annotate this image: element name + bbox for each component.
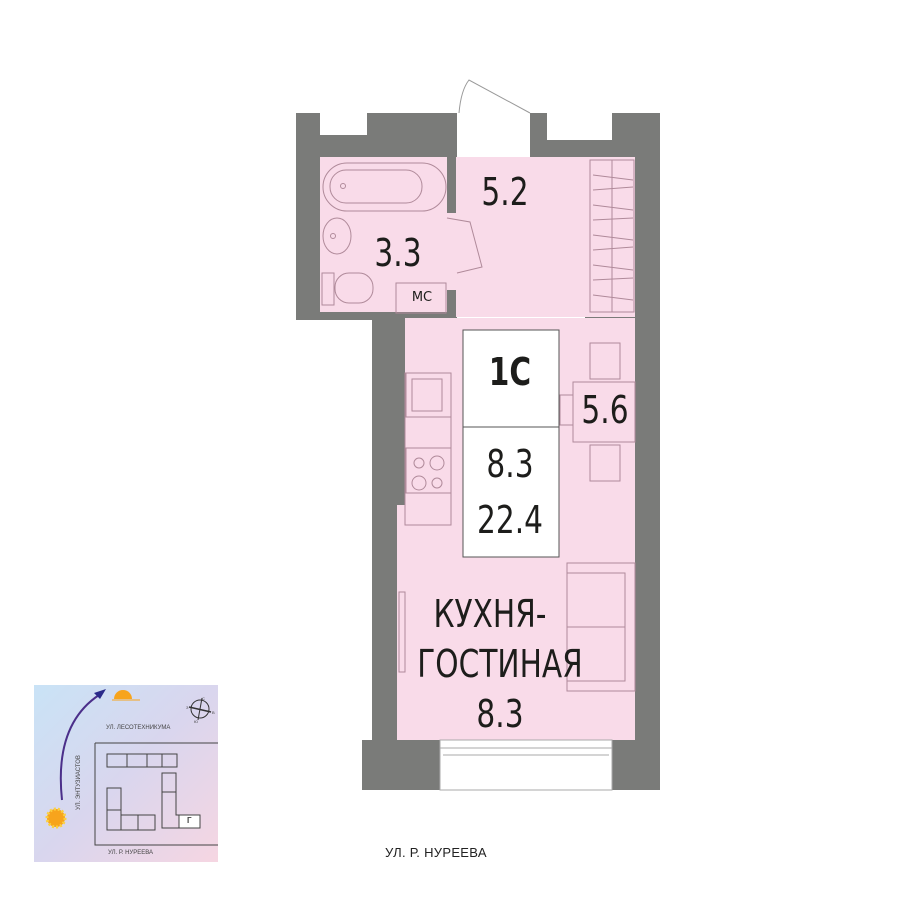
sun-icon — [45, 807, 67, 829]
bathtub — [322, 162, 447, 212]
minimap-street-left: УЛ. ЭНТУЗИАСТОВ — [76, 755, 82, 810]
room-name-line1: КУХНЯ- — [433, 592, 547, 636]
balcony — [439, 739, 613, 791]
compass-e: В — [212, 710, 215, 715]
kitchen-living-area: 8.3 — [476, 692, 524, 736]
info-box — [462, 329, 560, 558]
living-area: 8.3 — [486, 442, 534, 486]
minimap-section-label: Г — [187, 816, 192, 825]
dining-area: 5.6 — [581, 388, 629, 432]
furniture — [321, 159, 636, 692]
total-area: 22.4 — [476, 498, 543, 542]
compass-icon — [188, 697, 212, 721]
compass-s: Ю — [194, 719, 199, 724]
apartment-type: 1С — [488, 350, 532, 394]
utility-label: МС — [411, 290, 433, 305]
window-left — [398, 591, 406, 673]
hall-area: 5.2 — [481, 170, 529, 214]
street-label: УЛ. Р. НУРЕЕВА — [385, 845, 487, 860]
sun-path-arrow — [59, 694, 100, 801]
compass-n: С — [202, 696, 205, 701]
room-name-line2: ГОСТИНАЯ — [417, 642, 583, 686]
utility-box — [395, 282, 447, 314]
toilet — [321, 272, 335, 306]
door-entrance — [458, 79, 531, 114]
sink — [322, 217, 352, 255]
minimap-street-top: УЛ. ЛЕСОТЕХНИКУМА — [106, 725, 171, 731]
bathroom-area: 3.3 — [374, 231, 422, 275]
bathroom — [320, 157, 447, 312]
location-minimap: УЛ. ЛЕСОТЕХНИКУМА УЛ. ЭНТУЗИАСТОВ УЛ. Р.… — [34, 685, 218, 862]
sunset-icon — [114, 690, 132, 699]
minimap-street-bottom: УЛ. Р. НУРЕЕВА — [108, 850, 154, 856]
compass-w: З — [186, 705, 189, 710]
